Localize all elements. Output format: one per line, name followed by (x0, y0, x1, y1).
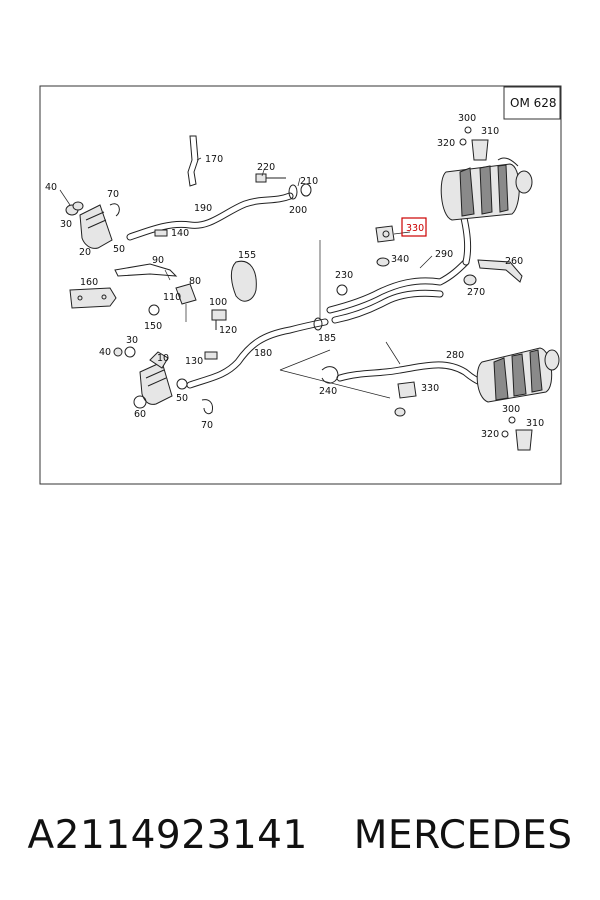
label-150: 150 (144, 321, 162, 332)
label-155: 155 (238, 250, 256, 261)
clamp-140 (154, 229, 168, 237)
label-340: 340 (391, 254, 409, 265)
front-pipe-lower (186, 318, 329, 389)
label-70b: 70 (201, 420, 213, 431)
label-60: 60 (134, 409, 146, 420)
label-100: 100 (209, 297, 227, 308)
label-10: 10 (157, 353, 169, 364)
label-160: 160 (80, 277, 98, 288)
label-170: 170 (205, 154, 223, 165)
label-220: 220 (257, 162, 275, 173)
middle-pipe-twin (326, 258, 470, 324)
label-185: 185 (318, 333, 336, 344)
label-330b: 330 (421, 383, 439, 394)
label-240: 240 (319, 386, 337, 397)
label-330-highlighted: 330 (406, 223, 424, 234)
clamp-70-lower (201, 399, 213, 415)
label-50a: 50 (113, 244, 125, 255)
washer-150 (148, 304, 160, 316)
catalytic-converter-lower (139, 351, 173, 405)
brand-name: MERCEDES (353, 812, 573, 858)
label-200: 200 (289, 205, 307, 216)
engine-code-badge: OM 628 (503, 86, 561, 120)
clamp-240 (321, 366, 339, 384)
label-40a: 40 (45, 182, 57, 193)
rear-muffler-lower (476, 347, 560, 403)
clamp-130 (204, 351, 218, 360)
engine-code-text: OM 628 (510, 96, 557, 110)
mount-230 (336, 284, 348, 296)
rear-muffler-upper (440, 157, 533, 221)
label-270: 270 (467, 287, 485, 298)
gasket-185 (313, 317, 323, 331)
rubber-mount-340 (376, 257, 390, 267)
rear-pipe-lower (336, 361, 490, 388)
label-310a: 310 (481, 126, 499, 137)
bracket-160 (69, 287, 117, 309)
bolt-220 (255, 173, 286, 183)
clamp-100-120 (211, 309, 227, 330)
rear-hanger-lower-300-320 (501, 416, 533, 451)
label-310b: 310 (526, 418, 544, 429)
label-300a: 300 (458, 113, 476, 124)
part-number: A2114923141 (27, 812, 308, 858)
gasket-50-60 (133, 378, 188, 409)
rear-hanger-upper-300-320 (459, 126, 489, 161)
label-320b: 320 (481, 429, 499, 440)
label-40b: 40 (99, 347, 111, 358)
label-70a: 70 (107, 189, 119, 200)
label-180: 180 (254, 348, 272, 359)
leader-lines (59, 157, 433, 399)
label-300b: 300 (502, 404, 520, 415)
bracket-260 (477, 259, 523, 283)
front-pipe-upper (126, 192, 294, 241)
clamp-80-110 (175, 283, 197, 322)
catalytic-converter-upper (65, 201, 113, 249)
product-caption: A2114923141 MERCEDES (0, 800, 600, 870)
label-260: 260 (505, 256, 523, 267)
label-230: 230 (335, 270, 353, 281)
label-30a: 30 (60, 219, 72, 230)
label-190: 190 (194, 203, 212, 214)
label-20: 20 (79, 247, 91, 258)
label-130: 130 (185, 356, 203, 367)
label-80: 80 (189, 276, 201, 287)
label-290: 290 (435, 249, 453, 260)
clamp-70-upper (109, 203, 120, 217)
bracket-90 (114, 263, 178, 277)
label-30b: 30 (126, 335, 138, 346)
label-320a: 320 (437, 138, 455, 149)
label-90: 90 (152, 255, 164, 266)
heat-shield-155 (230, 260, 257, 302)
gaskets-200-210 (288, 183, 312, 200)
label-210: 210 (300, 176, 318, 187)
label-110: 110 (163, 292, 181, 303)
washer-40-30-lower (113, 346, 136, 358)
label-50b: 50 (176, 393, 188, 404)
part-labels: 300 310 320 170 220 210 200 190 40 70 30… (45, 113, 544, 440)
label-140: 140 (171, 228, 189, 239)
bracket-170 (187, 135, 199, 187)
hanger-330-lower (394, 381, 417, 417)
label-120: 120 (219, 325, 237, 336)
rubber-mount-270 (463, 274, 477, 286)
label-280: 280 (446, 350, 464, 361)
highlight-box-330 (401, 217, 427, 237)
hanger-330-upper (375, 225, 395, 243)
